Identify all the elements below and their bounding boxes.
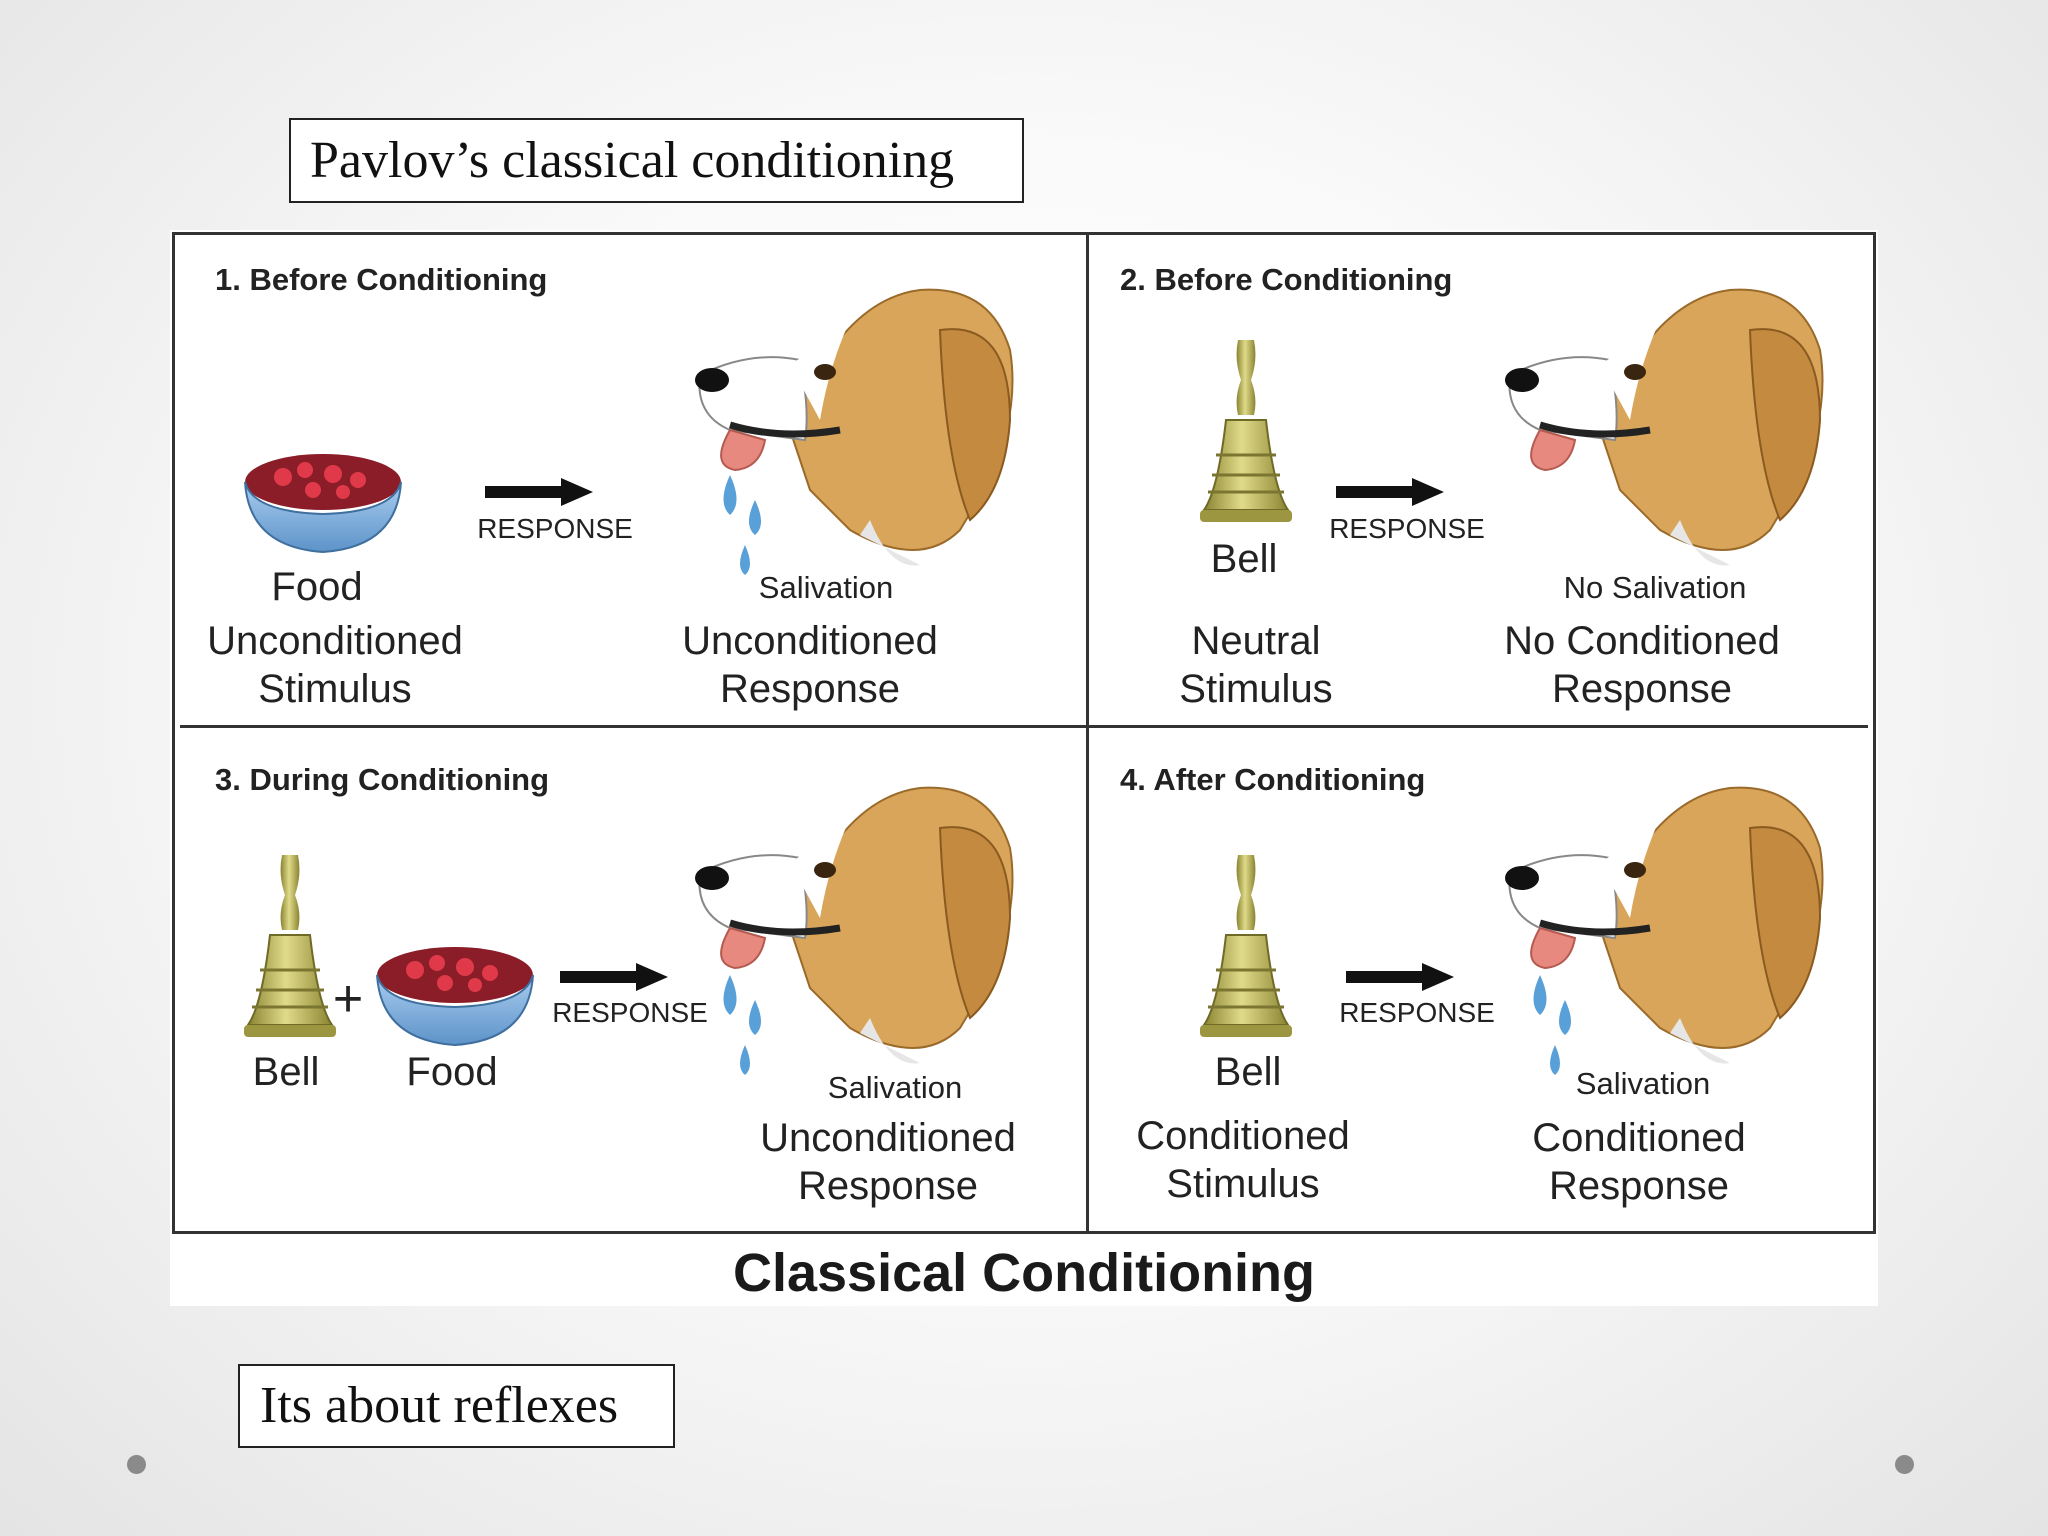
arrow-right-icon bbox=[1336, 478, 1444, 506]
panel-1-stimulus-type-line1: Unconditioned bbox=[207, 619, 463, 663]
quadrant-divider-horizontal bbox=[180, 725, 1868, 728]
classical-conditioning-figure: 1. Before Conditioning RESPONSE Food Unc… bbox=[170, 230, 1878, 1306]
panel-3-stimulus-object-food: Food bbox=[406, 1050, 498, 1094]
panel-2-stimulus-type-line1: Neutral bbox=[1191, 619, 1321, 663]
slide-note: Its about reflexes bbox=[238, 1364, 675, 1448]
panel-1-stimulus-type-line2: Stimulus bbox=[258, 667, 412, 711]
panel-2-title: 2. Before Conditioning bbox=[1120, 262, 1453, 297]
figure-caption: Classical Conditioning bbox=[732, 1243, 1316, 1303]
plus-sign: + bbox=[332, 970, 364, 1028]
bell-icon bbox=[1198, 855, 1294, 1039]
slide-title: Pavlov’s classical conditioning bbox=[289, 118, 1024, 203]
bell-icon bbox=[242, 855, 338, 1039]
arrow-right-icon bbox=[560, 963, 668, 991]
panel-3-stimulus-object-bell: Bell bbox=[252, 1050, 320, 1094]
panel-4-stimulus-object: Bell bbox=[1214, 1050, 1282, 1094]
response-label: RESPONSE bbox=[477, 513, 633, 544]
panel-2-stimulus-type-line2: Stimulus bbox=[1179, 667, 1333, 711]
panel-1-response-type-line2: Response bbox=[719, 667, 901, 711]
panel-4-response-type-line2: Response bbox=[1548, 1164, 1730, 1208]
panel-1-dog-state: Salivation bbox=[758, 570, 894, 605]
saliva-drops-icon bbox=[723, 475, 761, 575]
response-label: RESPONSE bbox=[1339, 997, 1495, 1028]
panel-1-stimulus-object: Food bbox=[271, 565, 363, 609]
arrow-right-icon bbox=[1346, 963, 1454, 991]
panel-2-dog-state: No Salivation bbox=[1563, 570, 1747, 605]
response-label: RESPONSE bbox=[552, 997, 708, 1028]
panel-4-title: 4. After Conditioning bbox=[1120, 762, 1426, 797]
panel-1-title: 1. Before Conditioning bbox=[215, 262, 548, 297]
panel-4-dog-state: Salivation bbox=[1575, 1066, 1711, 1101]
panel-4-response-type-line1: Conditioned bbox=[1532, 1116, 1746, 1160]
panel-3-response-type-line2: Response bbox=[797, 1164, 979, 1208]
slide-decoration-dot-right bbox=[1895, 1455, 1914, 1474]
food-bowl-icon bbox=[244, 453, 402, 553]
arrow-right-icon bbox=[485, 478, 593, 506]
figure-frame bbox=[172, 232, 1876, 1234]
saliva-drops-icon bbox=[723, 975, 761, 1075]
panel-4-stimulus-type-line2: Stimulus bbox=[1166, 1162, 1320, 1206]
panel-2-stimulus-object: Bell bbox=[1210, 537, 1278, 581]
food-bowl-icon bbox=[376, 946, 534, 1046]
panel-2-response-type-line2: Response bbox=[1551, 667, 1733, 711]
panel-3-response-type-line1: Unconditioned bbox=[760, 1116, 1016, 1160]
slide-decoration-dot-left bbox=[127, 1455, 146, 1474]
panel-2-response-type-line1: No Conditioned bbox=[1504, 619, 1780, 663]
quadrant-divider-vertical bbox=[1086, 232, 1089, 1234]
panel-4-stimulus-type-line1: Conditioned bbox=[1136, 1114, 1350, 1158]
response-label: RESPONSE bbox=[1329, 513, 1485, 544]
panel-3-dog-state: Salivation bbox=[827, 1070, 963, 1105]
dog-head-icon bbox=[1500, 280, 1830, 580]
bell-icon bbox=[1198, 340, 1294, 524]
saliva-drops-icon bbox=[1533, 975, 1571, 1075]
panel-3-title: 3. During Conditioning bbox=[215, 762, 550, 797]
panel-1-response-type-line1: Unconditioned bbox=[682, 619, 938, 663]
